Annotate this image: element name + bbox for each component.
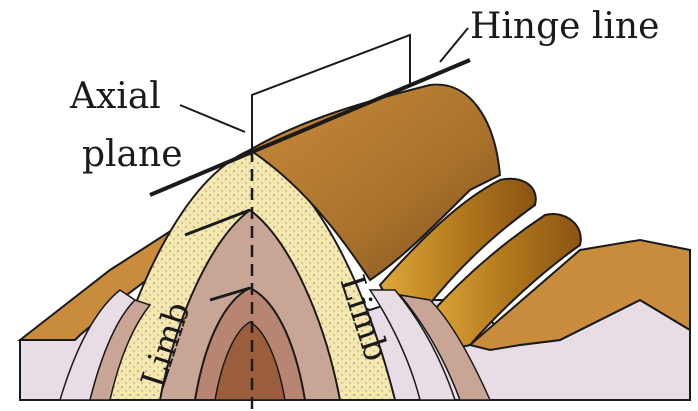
hinge-line-label: Hinge line: [470, 6, 659, 47]
axial-label-line2: plane: [82, 134, 183, 175]
axial-leader: [180, 105, 245, 132]
hinge-leader: [440, 28, 468, 62]
axial-label-line1: Axial: [69, 76, 161, 117]
